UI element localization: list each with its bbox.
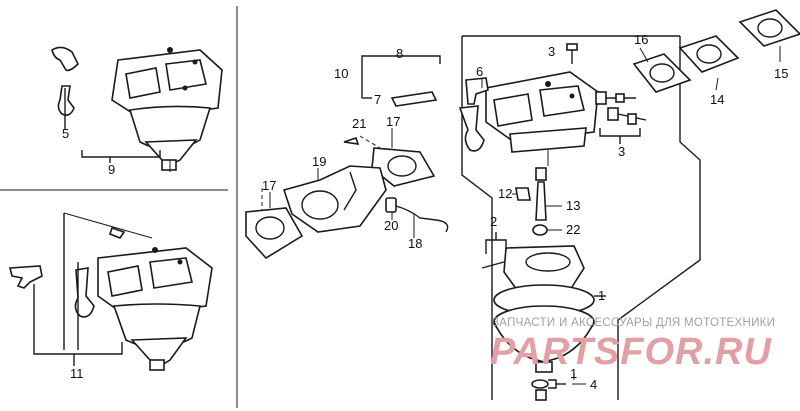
callout-labels: 9 5 11 8 10 7 21 17 19 17 20 18 6 3 3 16… [62, 32, 788, 392]
callout-10: 10 [334, 66, 348, 81]
callout-6: 6 [476, 64, 483, 79]
callout-22: 22 [566, 222, 580, 237]
callout-7: 7 [374, 92, 381, 107]
panel-dividers [0, 6, 238, 408]
callout-1-lower: 1 [570, 366, 577, 381]
screw-3-top [566, 43, 578, 64]
washer-22 [532, 224, 548, 236]
gasket-17-left [245, 207, 304, 260]
callout-19: 19 [312, 154, 326, 169]
callout-14: 14 [710, 92, 724, 107]
watermark: ЗАПЧАСТИ И АКСЕССУАРЫ ДЛЯ МОТОТЕХНИКИ PA… [490, 317, 775, 373]
drain-screw-4 [531, 379, 566, 401]
float-bowl-1 [493, 284, 606, 373]
callout-12: 12 [498, 186, 512, 201]
callout-3-side: 3 [618, 144, 625, 159]
plate-14 [678, 35, 740, 73]
callout-3-top: 3 [548, 44, 555, 59]
callout-17-left: 17 [262, 178, 276, 193]
callout-4: 4 [590, 377, 597, 392]
arrow-21 [343, 136, 360, 145]
gasket-16 [632, 53, 692, 93]
carburetor-assembly-bottom-left [8, 212, 213, 371]
callout-bracket-11 [33, 342, 123, 366]
callout-5: 5 [62, 126, 69, 141]
callout-13: 13 [566, 198, 580, 213]
gasket-15 [738, 9, 800, 47]
callout-9: 9 [108, 162, 115, 177]
callout-8: 8 [396, 46, 403, 61]
callout-21: 21 [352, 116, 366, 131]
callout-11: 11 [70, 366, 84, 381]
callout-15: 15 [774, 66, 788, 81]
callout-1-upper: 1 [598, 288, 605, 303]
gasket-17-right [371, 147, 436, 187]
screws-3-side [595, 91, 647, 144]
callout-17-right: 17 [386, 114, 400, 129]
needle-13 [535, 167, 547, 221]
carburetor-body-main [458, 71, 599, 166]
collar-20 [385, 197, 397, 213]
callout-bracket-8-10 [361, 55, 441, 99]
callout-18: 18 [408, 236, 422, 251]
callout-2: 2 [490, 214, 497, 229]
assembly-frame [461, 35, 701, 400]
wire-clip-18 [395, 205, 449, 233]
callout-bracket-9 [81, 150, 161, 163]
leader-lines [269, 46, 781, 385]
carburetor-assembly-top-left [51, 46, 223, 172]
watermark-logo: PARTSFOR.RU [490, 331, 772, 373]
callout-20: 20 [384, 218, 398, 233]
float-pin-12 [515, 187, 531, 201]
callout-16: 16 [634, 32, 648, 47]
lever-7 [390, 91, 438, 107]
insulator-19 [282, 165, 387, 233]
watermark-caption: ЗАПЧАСТИ И АКСЕССУАРЫ ДЛЯ МОТОТЕХНИКИ [492, 317, 775, 329]
